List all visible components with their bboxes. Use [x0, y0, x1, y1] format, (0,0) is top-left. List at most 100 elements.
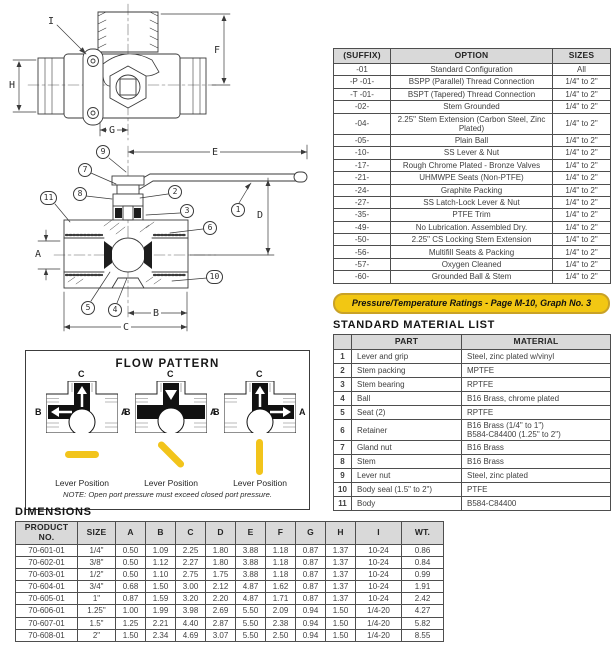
- table-cell: 2.27: [175, 555, 206, 569]
- table-cell: Body seal (1.5" to 2"): [351, 482, 462, 498]
- table-cell: 3/8": [77, 555, 116, 569]
- dimension-arrowheads: [16, 15, 307, 330]
- table-cell: 10-24: [355, 567, 402, 582]
- col-header-f: F: [265, 521, 296, 545]
- table-cell: 1: [333, 349, 352, 364]
- table-cell: 0.84: [401, 555, 444, 569]
- table-cell: Oxygen Cleaned: [390, 257, 553, 272]
- callout-1: 1: [231, 203, 245, 217]
- table-cell: BSPT (Tapered) Thread Connection: [390, 87, 553, 102]
- table-cell: 0.87: [295, 543, 326, 557]
- table-cell: 3.88: [235, 555, 266, 569]
- col-header-i: I: [355, 521, 402, 545]
- table-cell: B16 Brass: [461, 454, 611, 470]
- table-cell: 1.59: [145, 592, 176, 606]
- table-cell: 1/4" to 2": [552, 257, 611, 272]
- table-cell: 4.69: [175, 628, 206, 643]
- lever-indicator-vertical: [256, 439, 263, 475]
- material-list-title: STANDARD MATERIAL LIST: [333, 319, 496, 331]
- top-view-dimensions: [12, 13, 308, 160]
- table-cell: 4.40: [175, 616, 206, 630]
- table-cell: 1/4" to 2": [552, 195, 611, 210]
- table-cell: 11: [333, 496, 352, 512]
- table-cell: No Lubrication. Assembled Dry.: [390, 220, 553, 235]
- col-header-part: PART: [351, 334, 462, 350]
- table-cell: -17-: [333, 158, 391, 173]
- table-cell: 10-24: [355, 543, 402, 557]
- table-cell: 10-24: [355, 580, 402, 594]
- table-cell: 3.88: [235, 543, 266, 557]
- table-cell: SS Lever & Nut: [390, 146, 553, 160]
- col-header-material: MATERIAL: [461, 334, 611, 350]
- table-cell: 70-602-01: [15, 555, 78, 569]
- table-cell: 1.50: [325, 604, 356, 618]
- table-row: -49-No Lubrication. Assembled Dry.1/4" t…: [333, 220, 611, 235]
- dim-label-g: G: [107, 125, 118, 136]
- dimensions-table: PRODUCT NO. SIZE A B C D E F G H I WT. 7…: [15, 521, 444, 643]
- table-cell: 1.80: [205, 555, 236, 569]
- table-row: -21-UHMWPE Seats (Non-PTFE)1/4" to 2": [333, 171, 611, 185]
- callout-11: 11: [40, 191, 57, 205]
- table-cell: 2.20: [205, 592, 236, 606]
- table-cell: Body: [351, 496, 462, 512]
- table-cell: 0.87: [295, 580, 326, 594]
- callout-6: 6: [203, 221, 217, 235]
- table-cell: RPTFE: [461, 377, 611, 392]
- col-header-c: C: [175, 521, 206, 545]
- table-cell: 3.98: [175, 604, 206, 618]
- table-cell: 0.68: [115, 580, 146, 594]
- table-cell: -02-: [333, 100, 391, 114]
- table-cell: B16 Brass (1/4" to 1")B584-C84400 (1.25"…: [461, 418, 611, 442]
- table-cell: Grounded Ball & Stem: [390, 270, 553, 284]
- lever-position-caption-3: Lever Position: [233, 478, 287, 488]
- table-cell: 3.88: [235, 567, 266, 582]
- flow-pattern-title: FLOW PATTERN: [115, 358, 220, 370]
- table-cell: 1.71: [265, 592, 296, 606]
- table-cell: 1/4" to 2": [552, 171, 611, 185]
- dim-label-b: B: [151, 308, 162, 319]
- table-cell: 2.50: [265, 628, 296, 643]
- table-cell: 70-607-01: [15, 616, 78, 630]
- table-cell: -57-: [333, 257, 391, 272]
- table-cell: 1/4" to 2": [552, 220, 611, 235]
- lever-position-caption-1: Lever Position: [55, 478, 109, 488]
- dim-label-i: I: [48, 16, 55, 27]
- valve-technical-drawing: [12, 3, 308, 332]
- table-cell: SS Latch-Lock Lever & Nut: [390, 195, 553, 210]
- table-cell: B584-C84400: [461, 496, 611, 512]
- col-header-product-no: PRODUCT NO.: [15, 521, 78, 545]
- table-cell: 1/4-20: [355, 628, 402, 643]
- table-cell: Lever nut: [351, 468, 462, 484]
- table-cell: Ball: [351, 391, 462, 406]
- port-label-b: B: [213, 407, 220, 417]
- table-cell: 2": [77, 628, 116, 643]
- table-cell: 5: [333, 405, 352, 420]
- table-cell: 1.50: [145, 580, 176, 594]
- flow-diagram-1: C B A: [35, 369, 128, 436]
- table-cell: 2.42: [401, 592, 444, 606]
- table-cell: 1/4" to 2": [552, 183, 611, 197]
- table-cell: 2.38: [265, 616, 296, 630]
- table-cell: Stem bearing: [351, 377, 462, 392]
- table-cell: -21-: [333, 171, 391, 185]
- table-cell: 0.87: [295, 567, 326, 582]
- table-row: -04-2.25" Stem Extension (Carbon Steel, …: [333, 112, 611, 135]
- table-cell: PTFE Trim: [390, 208, 553, 222]
- col-header-option: OPTION: [390, 48, 553, 64]
- table-cell: 2.12: [205, 580, 236, 594]
